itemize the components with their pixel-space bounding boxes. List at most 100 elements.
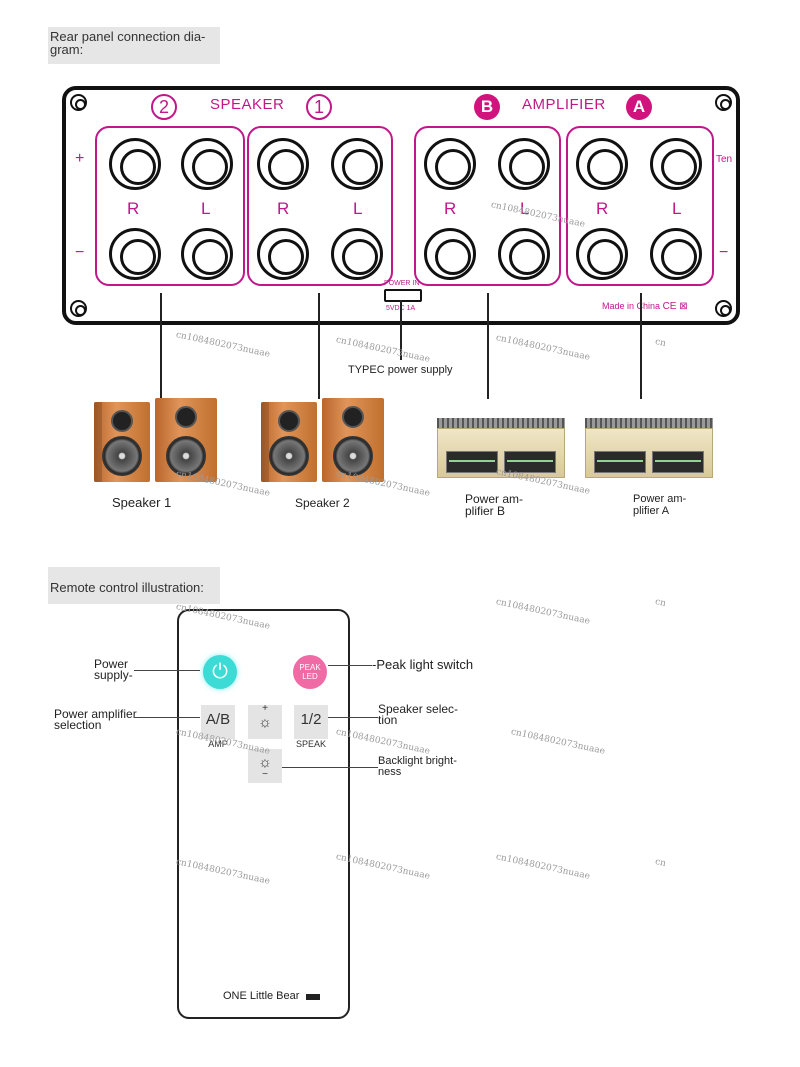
peak-callout: -Peak light switch [372, 657, 474, 672]
speaker-illustration [155, 398, 217, 482]
brightness-down-button[interactable]: ☼− [248, 749, 282, 783]
watermark: cn1084802073nuaae [495, 852, 591, 882]
amplifier-illustration [585, 418, 713, 478]
amp-select-sublabel: AMP [208, 739, 228, 749]
terminal-jack [181, 228, 233, 280]
callout-line [282, 767, 378, 768]
terminal-jack [498, 138, 550, 190]
amp-b-mark: B [474, 94, 500, 120]
watermark: cn1084802073nuaae [335, 335, 431, 365]
watermark: cn1084802073nuaae [175, 330, 271, 360]
watermark: cn1084802073nuaae [495, 333, 591, 363]
channel-left-label: L [520, 199, 530, 218]
plus-sign: + [75, 150, 85, 167]
amplifier-header: AMPLIFIER [522, 96, 606, 113]
terminal-jack [424, 228, 476, 280]
power-icon: ⏻ [212, 661, 228, 683]
speaker-1-label: Speaker 1 [112, 495, 172, 510]
speaker-select-button[interactable]: 1/2 [294, 705, 328, 739]
amp-b-terminal-group: R L [414, 126, 561, 286]
watermark: cn [654, 856, 667, 870]
channel-right-label: R [444, 199, 457, 218]
terminal-jack [424, 138, 476, 190]
terminal-jack [650, 138, 702, 190]
terminal-jack [331, 228, 383, 280]
amp-b-label: Power am- plifier B [465, 492, 524, 518]
led-label: LED [302, 672, 318, 681]
connector-line [160, 293, 162, 399]
terminal-jack [257, 138, 309, 190]
speaker-illustration [322, 398, 384, 482]
callout-line [328, 665, 372, 666]
callout-line [134, 670, 200, 671]
minus-sign: − [75, 244, 85, 261]
screw-icon [715, 94, 732, 111]
brightness-up-button[interactable]: +☼ [248, 703, 282, 739]
channel-right-label: R [277, 199, 290, 218]
speaker-select-sublabel: SPEAK [295, 739, 326, 749]
watermark: cn1084802073nuaae [495, 597, 591, 627]
corner-text: Ten [716, 154, 733, 165]
terminal-jack [331, 138, 383, 190]
power-in-label: POWER IN [384, 280, 420, 287]
sun-icon: ☼ [258, 714, 272, 731]
speaker-2-terminal-group: R L [95, 126, 245, 286]
amp-a-terminal-group: R L [566, 126, 714, 286]
channel-left-label: L [201, 199, 211, 218]
terminal-jack [576, 138, 628, 190]
channel-right-label: R [127, 199, 140, 218]
screw-icon [70, 300, 87, 317]
screw-icon [715, 300, 732, 317]
speaker-1-mark: 1 [306, 94, 332, 120]
power-callout: Power supply- [94, 657, 133, 682]
speaker-2-mark: 2 [151, 94, 177, 120]
plus-sign: + [262, 703, 268, 714]
watermark: cn [654, 336, 667, 350]
terminal-jack [181, 138, 233, 190]
channel-left-label: L [353, 199, 363, 218]
made-in-label: Made in China CE ⊠ [602, 301, 688, 312]
callout-line [328, 717, 378, 718]
brand-badge [306, 994, 320, 1000]
connector-line [400, 300, 402, 360]
callout-line [134, 717, 200, 718]
connector-line [318, 293, 320, 399]
watermark: cn1084802073nuaae [175, 469, 271, 499]
speaker-select-callout: Speaker selec- tion [378, 702, 459, 727]
rear-panel-section-label: Rear panel connection dia- gram: [48, 27, 220, 64]
peak-label: PEAK [299, 663, 321, 672]
minus-sign: − [262, 769, 268, 780]
connector-line [640, 293, 642, 399]
speaker-header: SPEAKER [210, 96, 285, 113]
made-in-text: Made in China [602, 301, 661, 311]
terminal-jack [498, 228, 550, 280]
connector-line [487, 293, 489, 399]
rear-panel: 2 SPEAKER 1 B AMPLIFIER A Ten + − − R L … [62, 86, 740, 325]
backlight-callout: Backlight bright- ness [378, 755, 457, 778]
amp-select-callout: Power amplifier selection [54, 707, 137, 732]
sun-icon: ☼ [258, 754, 272, 771]
watermark: cn1084802073nuaae [510, 727, 606, 757]
terminal-jack [109, 138, 161, 190]
remote-section-label: Remote control illustration: [48, 567, 220, 604]
certification-marks: CE ⊠ [662, 301, 688, 312]
power-button[interactable]: ⏻ [203, 655, 237, 689]
typec-label: TYPEC power supply [348, 364, 453, 376]
channel-right-label: R [596, 199, 609, 218]
speaker-1-terminal-group: R L [247, 126, 393, 286]
channel-left-label: L [672, 199, 682, 218]
speaker-illustration [261, 402, 317, 482]
minus-sign: − [719, 244, 729, 261]
amp-select-button[interactable]: A/B [201, 705, 235, 739]
terminal-jack [257, 228, 309, 280]
watermark: cn [654, 596, 667, 610]
terminal-jack [109, 228, 161, 280]
screw-icon [70, 94, 87, 111]
amp-a-mark: A [626, 94, 652, 120]
speaker-illustration [94, 402, 150, 482]
terminal-jack [650, 228, 702, 280]
amp-a-label: Power am- plifier A [633, 493, 687, 517]
terminal-jack [576, 228, 628, 280]
